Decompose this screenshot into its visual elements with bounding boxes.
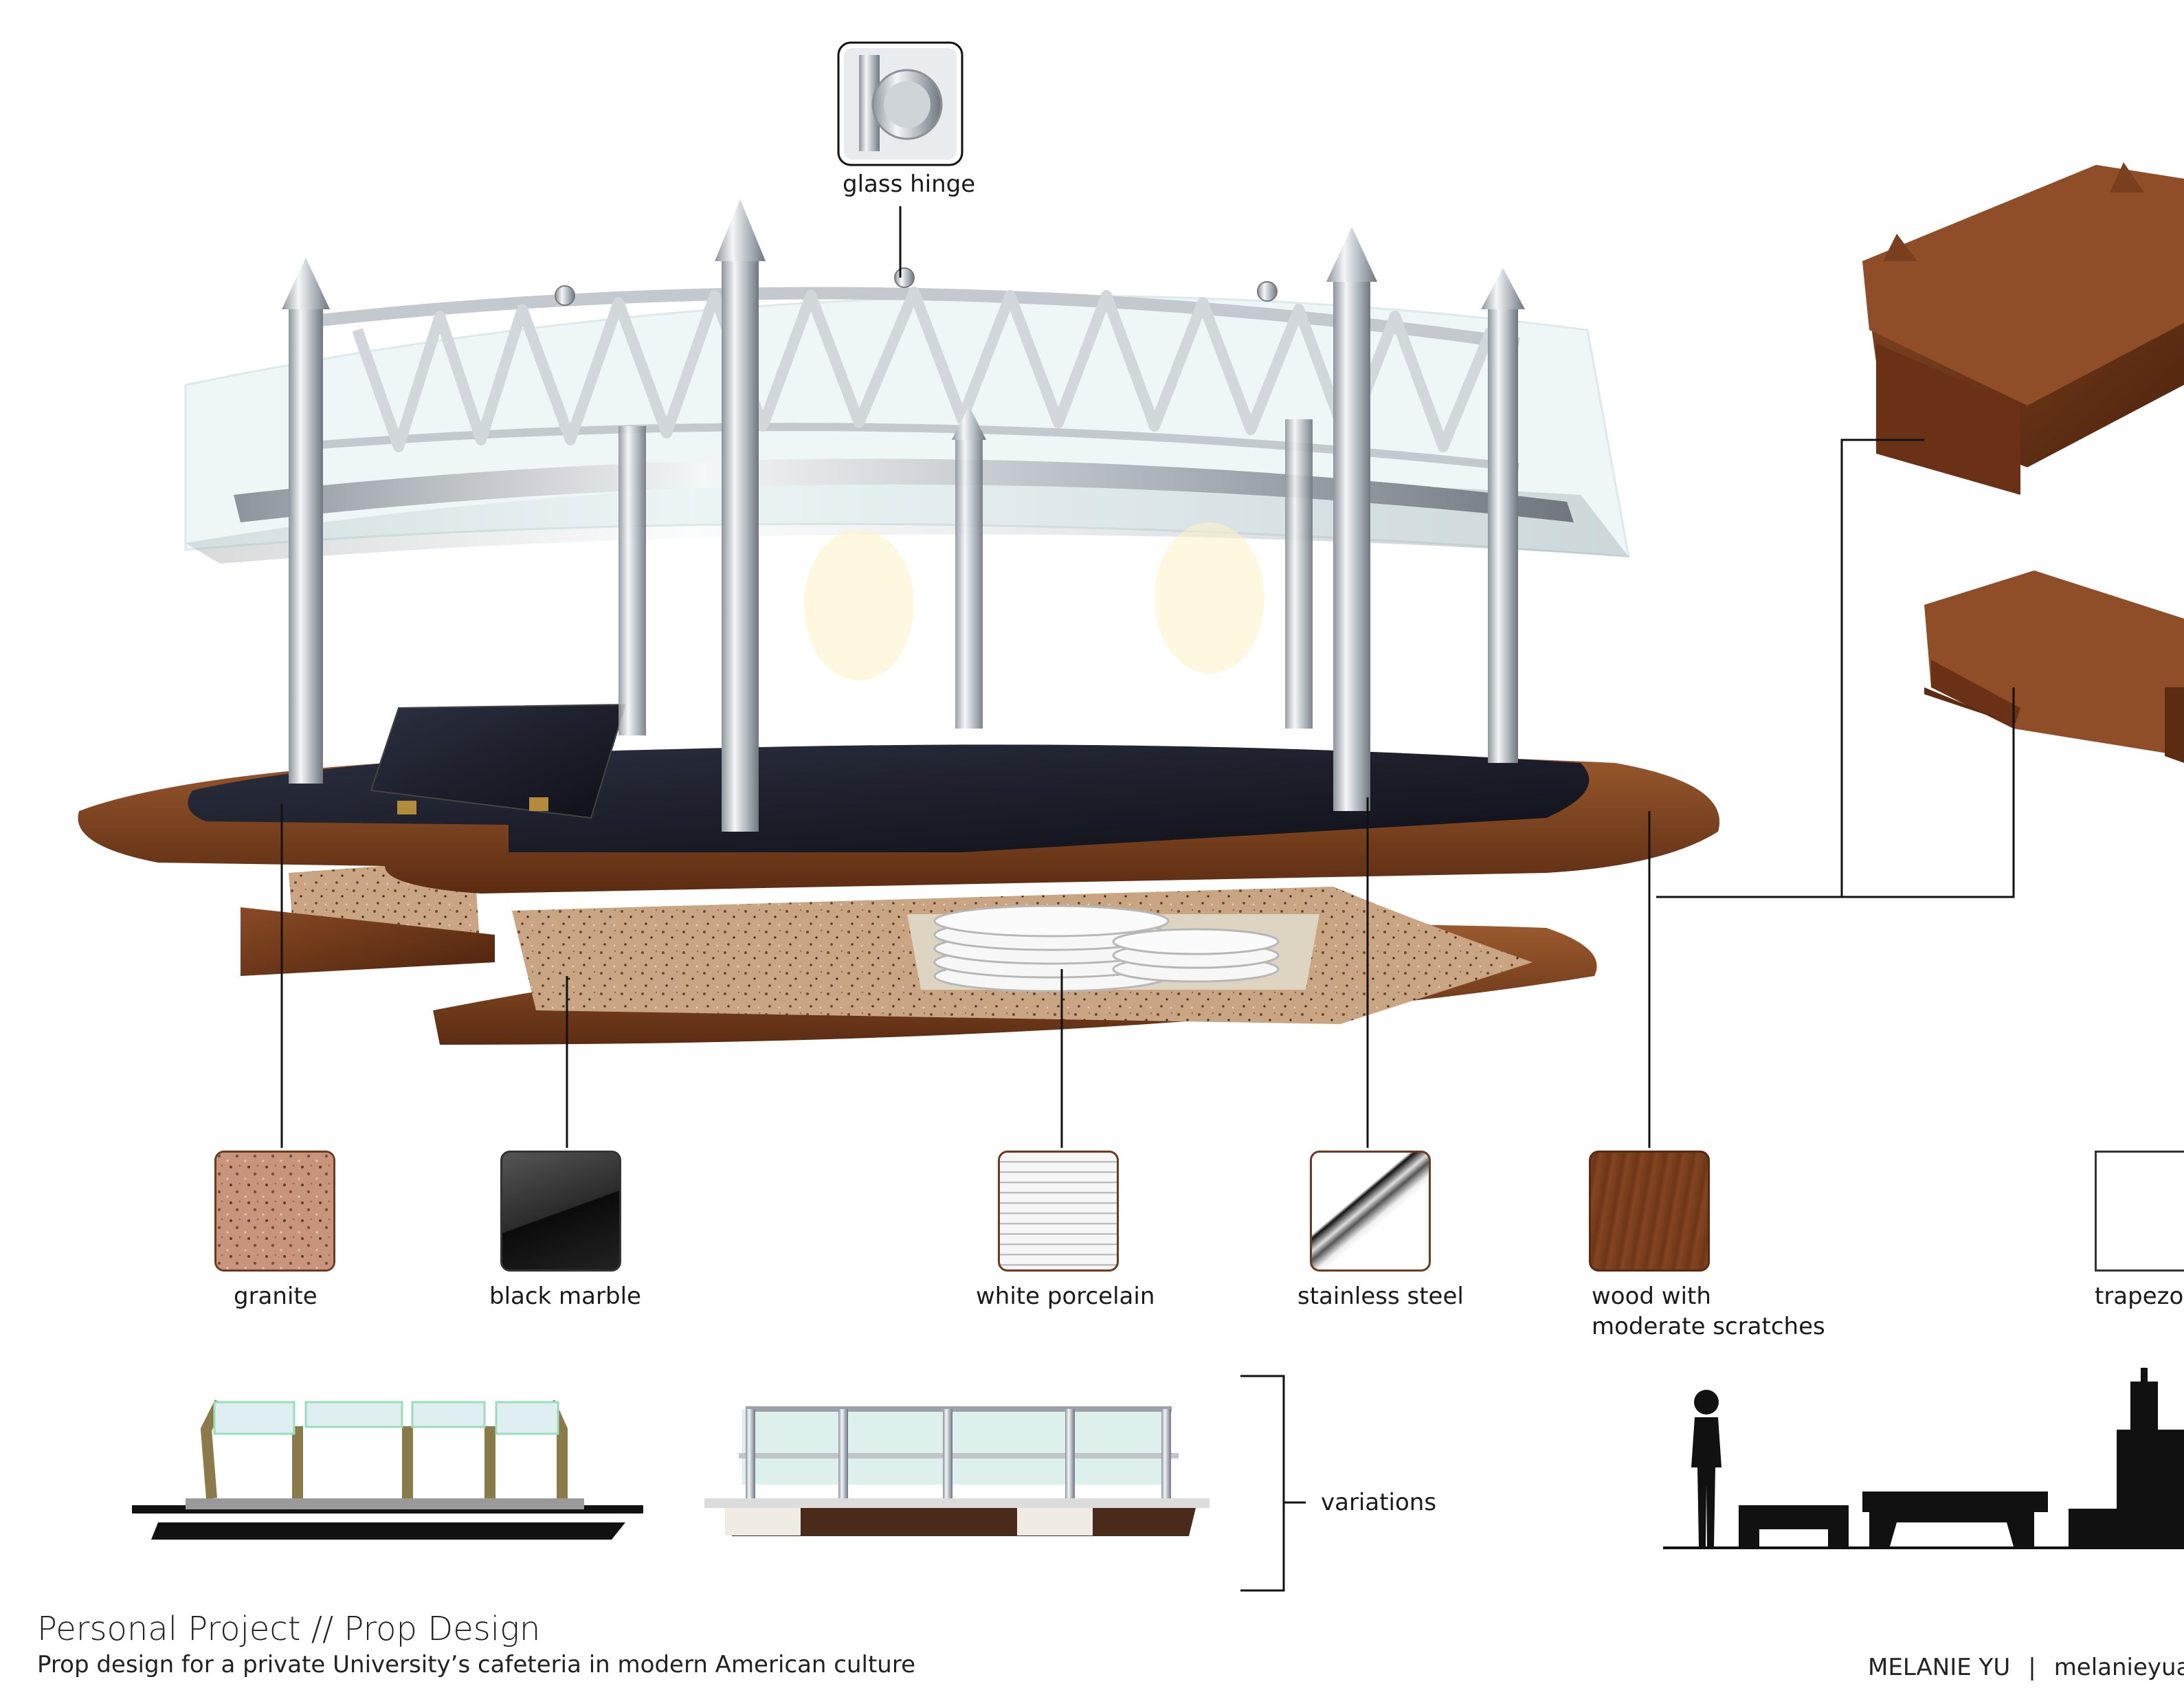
- stainless-steel-label: stainless steel: [1297, 1283, 1464, 1310]
- buffet-counter-render: [78, 199, 1720, 1045]
- white-porcelain-label: white porcelain: [976, 1283, 1155, 1310]
- variations-label: variations: [1321, 1489, 1437, 1516]
- black-marble-label: black marble: [489, 1283, 641, 1310]
- wood-label-line2: moderate scratches: [1592, 1313, 1825, 1340]
- author-credit: MELANIE YU | melanieyua: [1868, 1654, 2184, 1681]
- wood-swatch: [1589, 1151, 1710, 1272]
- plate-stack: [933, 905, 1280, 992]
- credit-separator: |: [2028, 1654, 2036, 1681]
- project-subtitle: Prop design for a private University’s c…: [37, 1651, 916, 1678]
- project-title: Personal Project // Prop Design: [37, 1610, 541, 1648]
- scale-silhouettes: [1663, 1368, 2184, 1549]
- trapezoid-swatch: [2095, 1151, 2184, 1272]
- white-porcelain-swatch: [998, 1151, 1119, 1272]
- wood-bench-detail-bottom: [1924, 570, 2184, 763]
- glass-hinge-callout: [837, 41, 963, 278]
- variation-steel-counter: [704, 1406, 1210, 1536]
- granite-label: granite: [234, 1283, 317, 1310]
- truss-zigzag: [352, 287, 1497, 452]
- trapezoid-label: trapezoi: [2095, 1283, 2184, 1310]
- wood-label-line1: wood with: [1592, 1283, 1711, 1310]
- granite-swatch: [214, 1151, 335, 1272]
- variations-bracket: [1240, 1375, 1306, 1592]
- author-name: MELANIE YU: [1868, 1654, 2011, 1681]
- steel-columns: [282, 199, 1525, 832]
- author-site: melanieyua: [2053, 1654, 2184, 1681]
- wood-bench-detail-top: [1862, 162, 2184, 495]
- leader-lines: [280, 439, 2015, 1148]
- black-marble-swatch: [500, 1151, 621, 1272]
- glass-hinge-label: glass hinge: [843, 170, 976, 198]
- stainless-steel-swatch: [1310, 1151, 1431, 1272]
- variation-gold-counter: [132, 1399, 643, 1540]
